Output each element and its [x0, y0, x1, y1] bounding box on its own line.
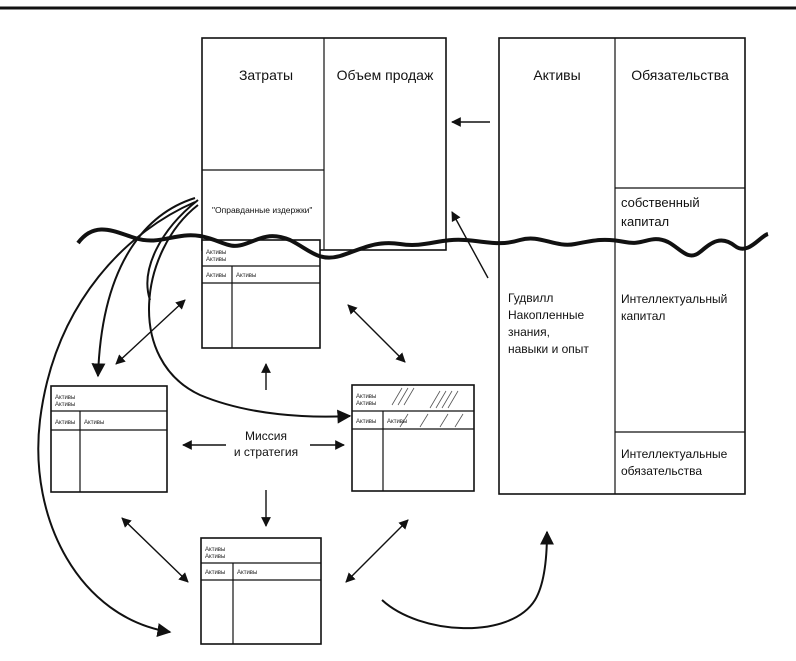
svg-text:Активы: Активы: [237, 570, 257, 576]
arrows: [37, 117, 554, 637]
svg-text:Активы: Активы: [387, 419, 407, 425]
svg-text:Миссия: Миссия: [245, 429, 287, 443]
svg-text:Активы: Активы: [84, 420, 104, 426]
svg-text:Интеллектуальные: Интеллектуальные: [621, 447, 728, 461]
svg-text:Активы: Активы: [206, 257, 226, 263]
intellectual-capital-label: Интеллектуальный капитал: [621, 292, 727, 323]
liabilities-label: Обязательства: [631, 67, 729, 83]
svg-text:Активы: Активы: [205, 547, 225, 553]
svg-text:Накопленные: Накопленные: [508, 308, 584, 322]
justified-costs-label: "Оправданные издержки": [212, 205, 312, 215]
svg-text:знания,: знания,: [508, 325, 550, 339]
svg-text:Активы: Активы: [205, 570, 225, 576]
svg-text:Гудвилл: Гудвилл: [508, 291, 553, 305]
svg-text:Активы: Активы: [205, 554, 225, 560]
sales-label: Объем продаж: [337, 67, 434, 83]
mini-statement-bottom: Активы Активы Активы Активы: [200, 537, 322, 645]
assets-label: Активы: [533, 67, 580, 83]
svg-text:Активы: Активы: [55, 420, 75, 426]
intellectual-liabilities-label: Интеллектуальные обязательства: [621, 447, 728, 478]
svg-text:Активы: Активы: [236, 273, 256, 279]
svg-text:навыки и опыт: навыки и опыт: [508, 342, 589, 356]
svg-text:капитал: капитал: [621, 214, 669, 229]
svg-text:Активы: Активы: [206, 250, 226, 256]
hatched-shading: [391, 387, 464, 428]
svg-text:обязательства: обязательства: [621, 464, 702, 478]
mini-statement-left: Активы Активы Активы Активы: [50, 385, 168, 493]
svg-text:Интеллектуальный: Интеллектуальный: [621, 292, 727, 306]
svg-text:и стратегия: и стратегия: [234, 445, 298, 459]
svg-text:Активы: Активы: [55, 395, 75, 401]
income-statement-box: Затраты Объем продаж "Оправданные издерж…: [201, 37, 447, 251]
balance-sheet-box: Активы Обязательства собственный капитал…: [498, 37, 746, 495]
svg-text:Активы: Активы: [356, 401, 376, 407]
mini-statement-top: Активы Активы Активы Активы: [201, 239, 321, 349]
svg-text:Активы: Активы: [55, 402, 75, 408]
mini-statement-right: Активы Активы Активы Активы: [351, 384, 475, 492]
svg-text:Активы: Активы: [206, 273, 226, 279]
equity-label: собственный капитал: [621, 195, 700, 229]
svg-text:Активы: Активы: [356, 419, 376, 425]
svg-text:капитал: капитал: [621, 309, 665, 323]
mission-strategy-label: Миссия и стратегия: [234, 429, 298, 459]
costs-label: Затраты: [239, 67, 293, 83]
svg-text:Активы: Активы: [356, 394, 376, 400]
arrow-goodwill-to-sales: [451, 211, 489, 279]
wavy-divider-line: [76, 227, 769, 260]
svg-text:собственный: собственный: [621, 195, 700, 210]
goodwill-label: Гудвилл Накопленные знания, навыки и опы…: [508, 291, 589, 356]
